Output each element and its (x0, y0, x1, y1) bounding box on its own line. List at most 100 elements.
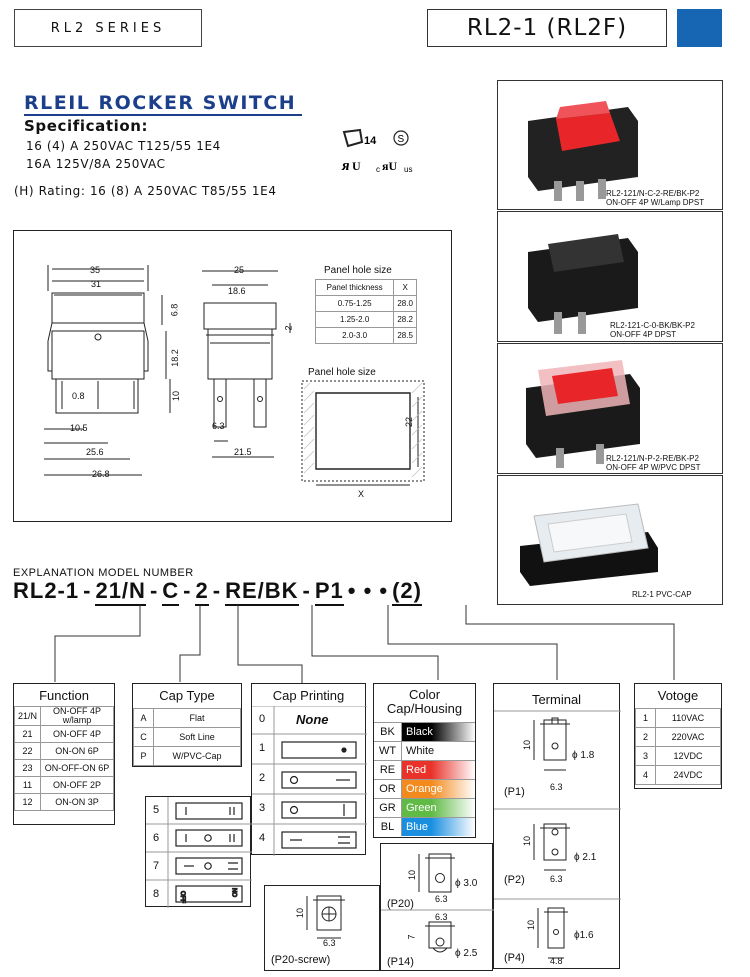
part-capprint: 2 (195, 578, 209, 606)
volt-code-2: 2 (635, 727, 656, 747)
part-function: 21/N (95, 578, 146, 606)
term-p20-code: (P20) (387, 898, 414, 910)
fn-code-4: 23 (14, 759, 41, 777)
panel-x-header: X (393, 279, 417, 296)
fn-desc-5: ON-OFF 2P (40, 776, 114, 794)
term-p4-code: (P4) (504, 952, 525, 964)
color-code: RE (374, 761, 402, 779)
panel-row-3-th: 2.0-3.0 (314, 327, 395, 344)
product-photo-4: RL2-1 PVC-CAP (497, 475, 723, 605)
svg-text:S: S (398, 134, 405, 145)
spec-line-1: 16 (4) A 250VAC T125/55 1E4 (26, 139, 221, 153)
term-screw-code: (P20-screw) (271, 954, 331, 966)
print-none-label: None (296, 712, 329, 727)
fn-desc-4: ON-OFF-ON 6P (40, 759, 114, 777)
series-label: RL2 SERIES (14, 9, 202, 47)
dim-21-5: 21.5 (234, 447, 252, 457)
svg-text:ᴙ: ᴙ (341, 158, 350, 174)
term-p2-code: (P2) (504, 874, 525, 886)
part-series: RL2-1 (13, 578, 80, 603)
red-lamp-switch-image (528, 101, 638, 201)
color-swatch: Red (402, 761, 475, 779)
part-sep-3: - (183, 578, 192, 603)
term-p2-h: 10 (522, 835, 533, 847)
spec-line-2: 16A 125V/8A 250VAC (26, 157, 166, 171)
explanation-label: EXPLANATION MODEL NUMBER (13, 567, 194, 579)
capprint-table-extension: OFF ON 5 6 7 8 (145, 796, 252, 908)
part-sep-1: - (83, 578, 92, 603)
capprint-grid (252, 706, 367, 856)
cap-code-a: A (133, 708, 154, 728)
cap-desc-c: Soft Line (153, 727, 241, 747)
black-switch-image (528, 234, 638, 334)
dim-26-8: 26.8 (92, 469, 110, 479)
panel-th-header: Panel thickness (314, 279, 395, 296)
terminal-drawings (494, 710, 621, 959)
svg-text:OFF: OFF (179, 891, 185, 903)
function-title: Function (39, 688, 89, 703)
product-photo-3: RL2-121/N-P-2-RE/BK-P2 ON-OFF 4P W/PVC D… (497, 343, 723, 474)
fn-desc-6: ON-ON 3P (40, 793, 114, 811)
color-title-1: Color (408, 687, 441, 702)
term-screw-h: 10 (295, 907, 306, 919)
volt-code-3: 3 (635, 746, 656, 766)
dim-10-5: 10.5 (70, 423, 88, 433)
screw-terminal-drawing (306, 895, 345, 939)
color-swatch: Blue (402, 818, 475, 836)
term-p1-w: 6.3 (550, 782, 563, 792)
color-title-2: Cap/Housing (386, 701, 463, 716)
dim-31: 31 (91, 279, 102, 289)
print-code-4: 4 (259, 832, 266, 844)
capprint-table: Cap Printing 0 None 1 2 3 4 (251, 683, 367, 856)
panel-row-1-x: 28.0 (393, 295, 417, 312)
part-sep-2: - (149, 578, 159, 603)
volt-val-4: 24VDC (655, 765, 721, 785)
term-p1-hole: ϕ 1.8 (572, 750, 595, 761)
print-code-5: 5 (153, 804, 160, 816)
svg-text:c: c (376, 165, 380, 174)
color-swatch: Green (402, 799, 475, 817)
print-code-3: 3 (259, 802, 266, 814)
fn-desc-2: ON-OFF 4P (40, 725, 114, 743)
print-code-1: 1 (259, 742, 266, 754)
cap-code-p: P (133, 746, 154, 766)
dim-25: 25 (234, 265, 245, 275)
svg-text:us: us (404, 165, 412, 174)
term-p1-h: 10 (522, 739, 533, 751)
dim-2: 2 (283, 325, 294, 331)
photo-4-line-1: RL2-1 PVC-CAP (632, 590, 692, 599)
terminal-table-extension: 10 ϕ 3.0 6.3 (P20) 7 ϕ 2.5 6.3 (P14) (380, 843, 494, 971)
fn-desc-3: ON-ON 6P (40, 742, 114, 760)
color-code: GR (374, 799, 402, 817)
pvc-cap-image (520, 503, 658, 586)
terminal-table: Terminal 10 ϕ 1.8 6.3 (P1) 10 ϕ 2.1 6.3 … (493, 683, 621, 969)
product-photo-2: RL2-121-C-0-BK/BK-P2 ON-OFF 4P DPST (497, 211, 723, 342)
part-color: RE/BK (225, 578, 299, 606)
print-code-8: 8 (153, 888, 160, 900)
print-code-6: 6 (153, 832, 160, 844)
term-p14-w: 6.3 (435, 912, 448, 922)
term-p1-code: (P1) (504, 786, 525, 798)
switch-outline-drawing (44, 265, 425, 486)
color-swatch: Black (402, 723, 475, 741)
term-p2-hole: ϕ 2.1 (574, 852, 597, 863)
fn-code-5: 11 (14, 776, 41, 794)
fn-code-1: 21/N (14, 706, 41, 726)
volt-code-4: 4 (635, 765, 656, 785)
dim-35: 35 (90, 265, 101, 275)
fn-desc-1: ON-OFF 4P w/lamp (40, 706, 114, 726)
term-p14-h: 7 (406, 934, 417, 940)
page-title: RLEIL ROCKER SWITCH (24, 92, 297, 114)
volt-val-3: 12VDC (655, 746, 721, 766)
term-p14-code: (P14) (387, 956, 414, 968)
dim-10: 10 (171, 390, 182, 402)
